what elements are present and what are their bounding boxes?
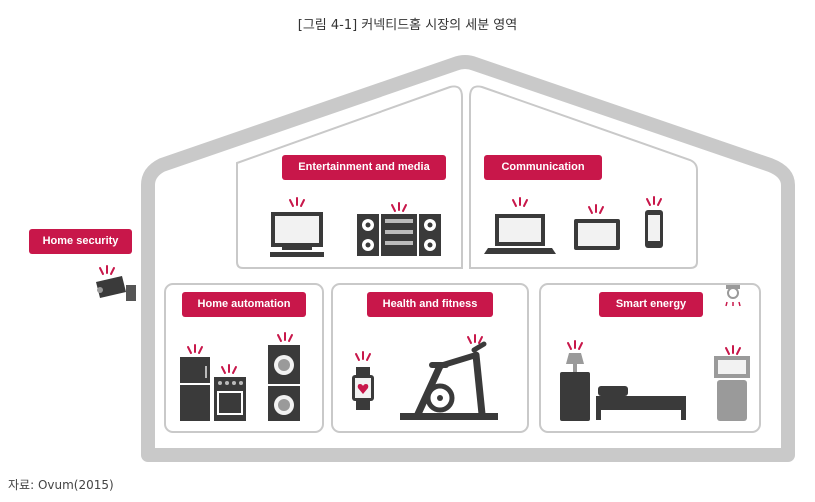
phone-icon (645, 210, 663, 248)
label-entertainment: Entertainment and media (282, 155, 446, 180)
signal-icon (588, 204, 604, 214)
ceiling-sensor-icon (725, 285, 741, 307)
signal-icon (512, 197, 528, 207)
label-home-automation: Home automation (182, 292, 306, 317)
fridge-icon (180, 357, 210, 421)
signal-icon (567, 340, 583, 350)
oven-icon (214, 377, 246, 421)
tv-icon (270, 212, 324, 257)
signal-icon (289, 197, 305, 207)
bed-icon (596, 386, 686, 420)
signal-icons (99, 196, 741, 374)
security-camera-icon (96, 276, 136, 301)
lamp-icon (560, 353, 590, 421)
signal-icon (187, 344, 203, 354)
label-smart-energy: Smart energy (599, 292, 703, 317)
washing-machine-icon (268, 345, 300, 421)
figure-source: 자료: Ovum(2015) (8, 478, 114, 492)
label-home-security: Home security (29, 229, 132, 254)
room-smart-energy (539, 283, 761, 433)
smartwatch-icon (352, 367, 374, 410)
signal-icon (725, 345, 741, 355)
laptop-icon (484, 214, 556, 254)
signal-icon (391, 202, 407, 212)
tablet-icon (574, 219, 620, 250)
figure-title: [그림 4-1] 커넥티드홈 시장의 세분 영역 (297, 18, 518, 33)
signal-icon (355, 351, 371, 361)
signal-icon (277, 332, 293, 342)
signal-icon (99, 265, 115, 275)
signal-icon (221, 364, 237, 374)
label-health-fitness: Health and fitness (367, 292, 493, 317)
signal-icon (467, 334, 483, 344)
exercise-bike-icon (400, 341, 498, 420)
signal-icon (646, 196, 662, 206)
stereo-icon (357, 214, 441, 256)
label-communication: Communication (484, 155, 602, 180)
thermostat-icon (714, 356, 750, 421)
